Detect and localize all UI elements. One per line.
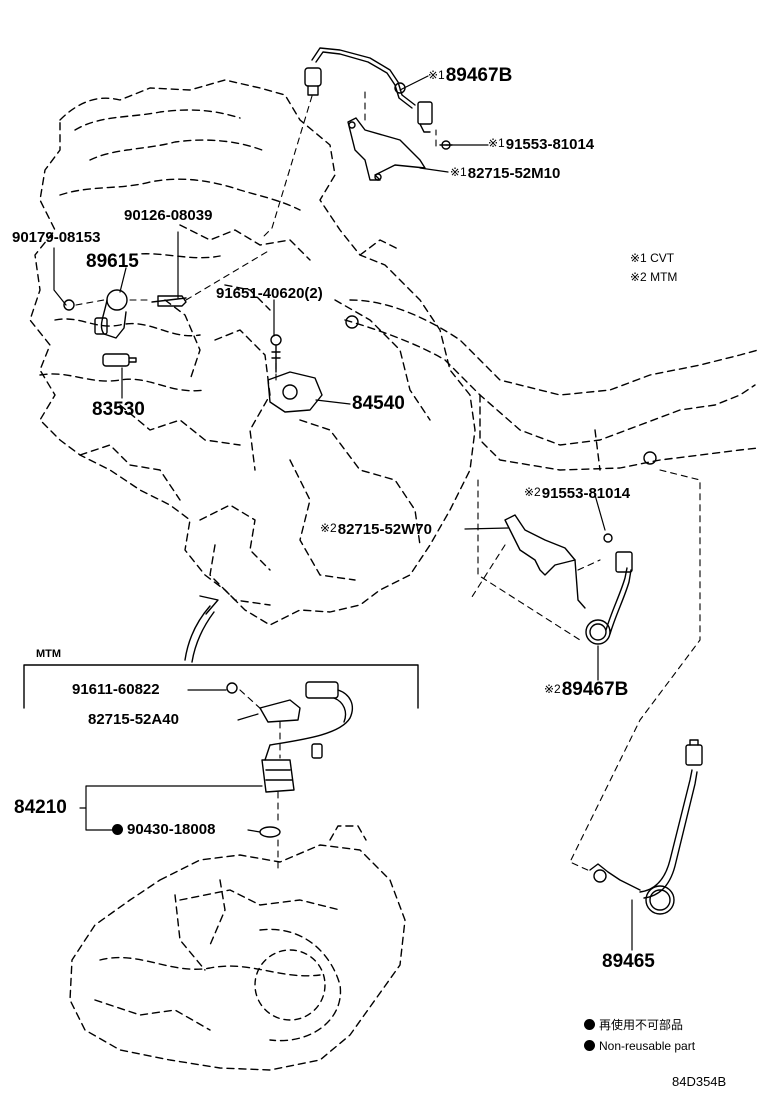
air-fuel-sensor-mtm [504, 514, 633, 645]
legend-item-cvt: ※1 CVT [630, 252, 674, 264]
non-reusable-note-japanese: 再使用不可部品 [584, 1019, 683, 1031]
callout-89465: 89465 [602, 952, 655, 971]
non-reusable-note-english: Non-reusable part [584, 1040, 695, 1052]
legend-text: CVT [650, 251, 675, 265]
legend-mark: ※2 [630, 270, 647, 284]
callout-mark: ※1 [488, 136, 505, 150]
exhaust-pipe [344, 299, 759, 471]
callout-number: 91651-40620(2) [216, 285, 323, 302]
callout-89467b-cvt: ※189467B [428, 66, 512, 85]
callout-83530: 83530 [92, 400, 145, 419]
callout-mark: ※1 [450, 165, 467, 179]
engine-outline [29, 79, 476, 626]
legend-mark: ※1 [630, 251, 647, 265]
transmission-outline [69, 825, 406, 1071]
callout-82715-52w70: ※282715-52W70 [320, 522, 432, 537]
callout-89615: 89615 [86, 252, 139, 271]
direction-arrow [184, 595, 219, 663]
callout-91553-81014-cvt: ※191553-81014 [488, 137, 594, 152]
callout-number: 89465 [602, 951, 655, 972]
leader-lines [53, 75, 633, 951]
legend-item-mtm: ※2 MTM [630, 271, 677, 283]
oil-pressure-switch-area [267, 334, 323, 413]
callout-84210: 84210 [14, 798, 67, 817]
callout-number: 82715-52W70 [337, 521, 432, 538]
callout-number: 90179-08153 [12, 229, 101, 246]
non-reusable-icon [112, 824, 123, 835]
callout-number: 84540 [352, 393, 405, 414]
non-reusable-icon [584, 1019, 595, 1030]
backup-switch-group [226, 681, 354, 838]
callout-84540: 84540 [352, 394, 405, 413]
callout-number: 84210 [14, 797, 67, 818]
callout-91611-60822: 91611-60822 [72, 682, 160, 697]
callout-82715-52a40: 82715-52A40 [88, 712, 179, 727]
callout-number: 91611-60822 [72, 681, 160, 698]
callout-90179-08153: 90179-08153 [12, 230, 100, 245]
air-fuel-sensor-cvt [304, 47, 433, 133]
callout-number: 90430-18008 [127, 821, 216, 838]
note-text-japanese: 再使用不可部品 [599, 1018, 684, 1032]
legend-text: MTM [650, 270, 678, 284]
callout-number: 89467B [561, 679, 629, 700]
reference-lines [75, 91, 701, 873]
callout-number: 89467B [445, 65, 513, 86]
callout-number: 90126-08039 [124, 207, 213, 224]
note-text-english: Non-reusable part [599, 1039, 696, 1053]
callout-number: 82715-52A40 [88, 711, 179, 728]
callout-91651-40620: 91651-40620(2) [216, 286, 323, 301]
mtm-section-bracket [23, 664, 419, 709]
callout-90126-08039: 90126-08039 [124, 208, 212, 223]
sensor-bracket-cvt [347, 117, 453, 181]
callout-mark: ※2 [544, 682, 561, 696]
callout-90430-18008: 90430-18008 [112, 822, 215, 837]
callout-number: 82715-52M10 [467, 165, 561, 182]
non-reusable-icon [584, 1040, 595, 1051]
callout-number: 83530 [92, 399, 145, 420]
callout-number: 91553-81014 [505, 136, 595, 153]
callout-89467b-mtm: ※289467B [544, 680, 628, 699]
diagram-code: 84D354B [672, 1074, 727, 1089]
callout-91553-81014-mtm: ※291553-81014 [524, 486, 630, 501]
callout-number: 91553-81014 [541, 485, 631, 502]
callout-mark: ※2 [524, 485, 541, 499]
oxygen-sensor [589, 739, 703, 915]
callout-number: 89615 [86, 251, 139, 272]
callout-mark: ※1 [428, 68, 445, 82]
section-label-mtm: MTM [36, 648, 62, 660]
callout-mark: ※2 [320, 521, 337, 535]
callout-82715-52m10: ※182715-52M10 [450, 166, 560, 181]
